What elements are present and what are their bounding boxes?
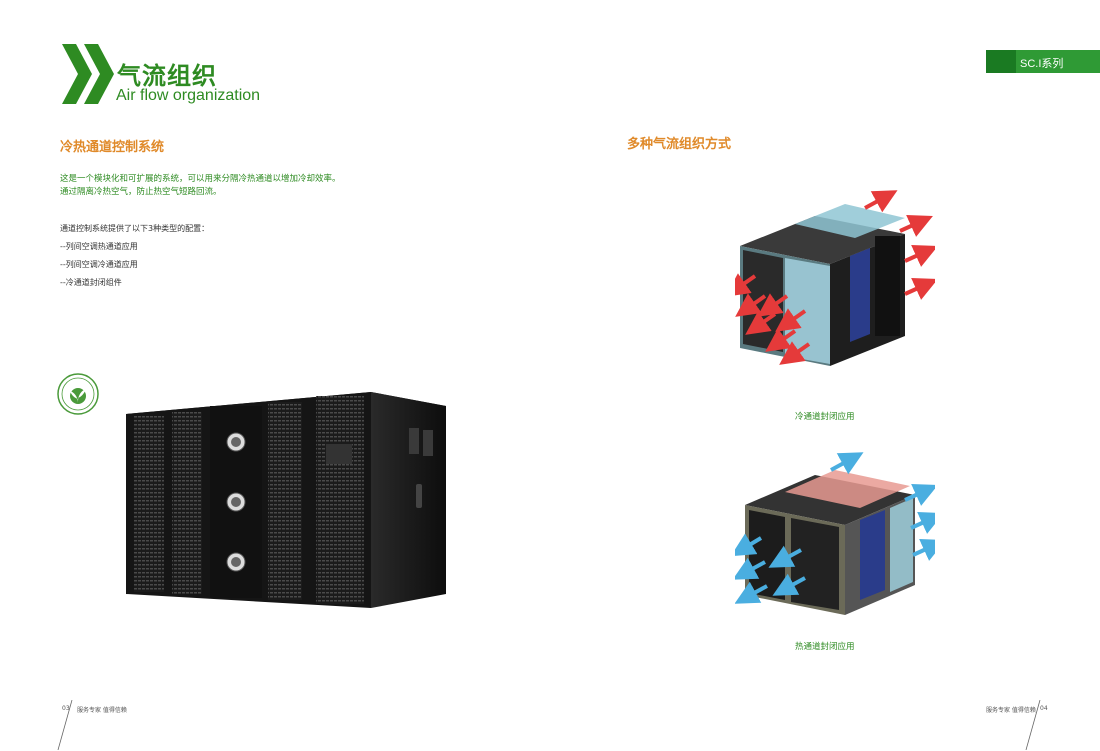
caption-cold-aisle: 冷通道封闭应用 — [795, 412, 855, 422]
footer-slash-right — [1025, 700, 1041, 750]
green-certification-badge-icon — [57, 373, 99, 415]
series-tag-label: SC.I系列 — [1020, 58, 1064, 70]
footer-slogan-left: 服务专家 值得信赖 — [77, 707, 127, 714]
config-line: --冷通道封闭组件 — [60, 278, 122, 287]
intro-text: 这是一个模块化和可扩展的系统，可以用来分隔冷热通道以增加冷却效率。 通过隔离冷热… — [60, 173, 480, 199]
section-heading-aisle-control: 冷热通道控制系统 — [60, 140, 165, 155]
hot-aisle-containment-diagram — [735, 452, 935, 615]
section-heading-airflow-methods: 多种气流组织方式 — [627, 137, 732, 152]
series-tag: SC.I系列 — [986, 50, 1100, 73]
config-line: --列间空调冷通道应用 — [60, 260, 138, 269]
page-number-right: 04 — [1040, 705, 1048, 712]
rack-cabinet-photo — [126, 392, 446, 608]
config-line: 通道控制系统提供了以下3种类型的配置： — [60, 224, 210, 233]
page-title: 气流组织 — [117, 62, 217, 90]
page-subtitle: Air flow organization — [116, 87, 261, 104]
caption-hot-aisle: 热通道封闭应用 — [795, 642, 855, 652]
intro-line: 通过隔离冷热空气，防止热空气短路回流。 — [60, 187, 222, 197]
config-line: --列间空调热通道应用 — [60, 242, 138, 251]
config-list: 通道控制系统提供了以下3种类型的配置： --列间空调热通道应用 --列间空调冷通… — [60, 220, 209, 292]
cold-aisle-containment-diagram — [735, 190, 935, 366]
intro-line: 这是一个模块化和可扩展的系统，可以用来分隔冷热通道以增加冷却效率。 — [60, 174, 341, 184]
chevron-logo-icon — [62, 44, 114, 104]
page-number-left: 03 — [62, 705, 70, 712]
footer-slogan-right: 服务专家 值得信赖 — [986, 707, 1036, 714]
footer-slash-left — [57, 700, 73, 750]
